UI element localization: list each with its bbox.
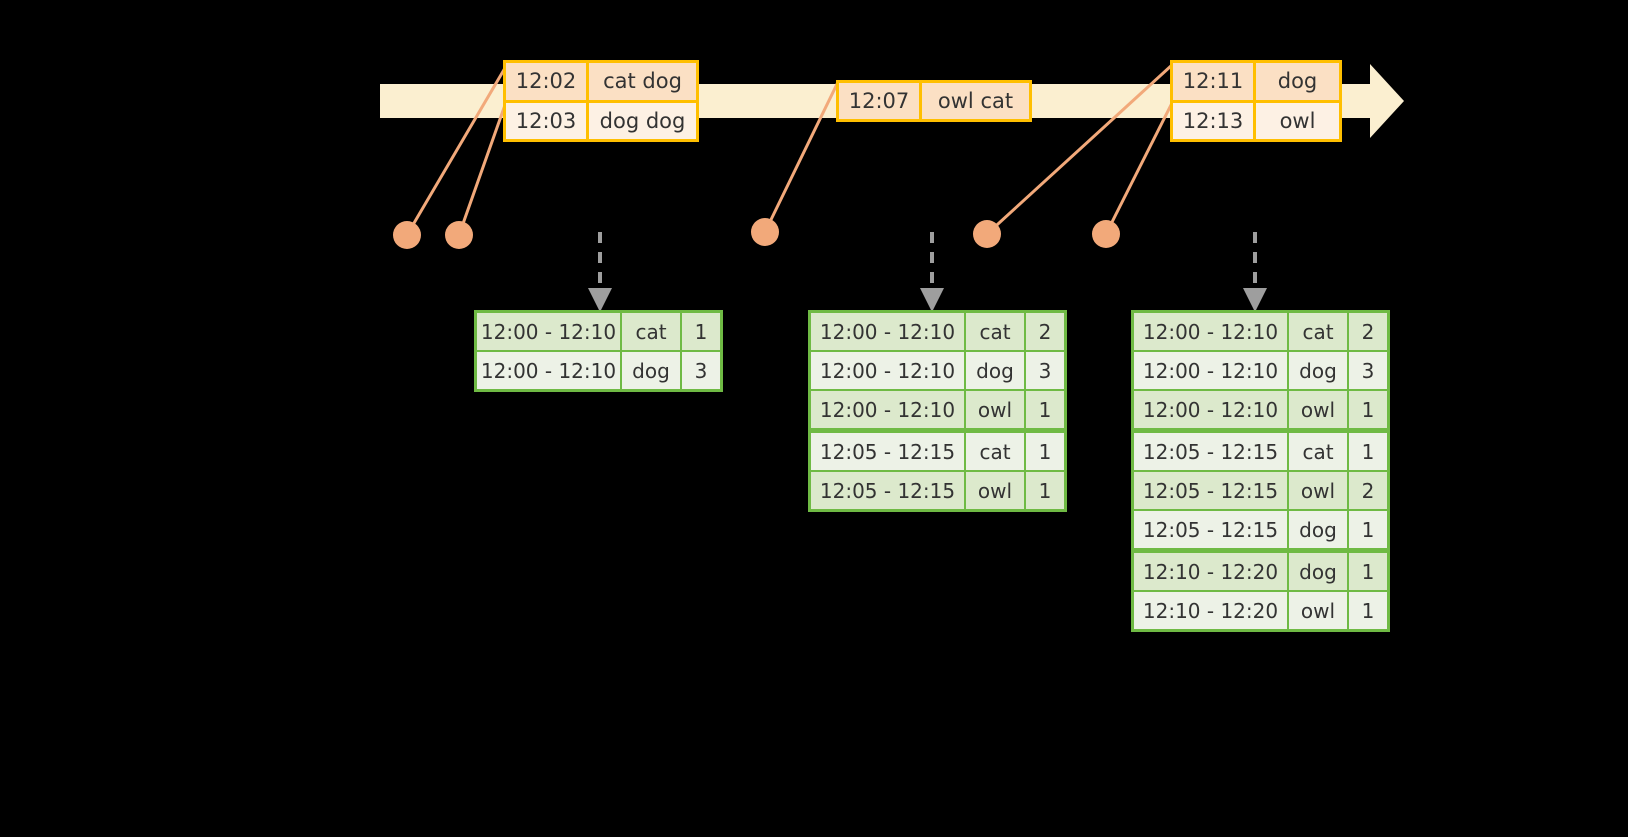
cell-word: cat: [1289, 313, 1347, 350]
cell-word: dog: [1289, 352, 1347, 389]
cell-word: owl: [966, 391, 1024, 428]
cell-word: owl: [1289, 592, 1347, 629]
result-arrows: [588, 232, 1267, 312]
event-dot-3: [751, 218, 779, 246]
cell-window: 12:05 - 12:15: [811, 433, 964, 470]
event-words: dog: [1256, 63, 1339, 100]
cell-word: dog: [1289, 511, 1347, 548]
event-time: 12:02: [506, 63, 589, 100]
cell-window: 12:05 - 12:15: [1134, 433, 1287, 470]
result-arrow-2: [920, 232, 944, 312]
cell-count: 2: [1026, 313, 1064, 350]
cell-count: 1: [1349, 433, 1387, 470]
cell-window: 12:10 - 12:20: [1134, 553, 1287, 590]
result-arrow-3: [1243, 232, 1267, 312]
event-dots: [393, 218, 1120, 249]
result-arrow-1: [588, 232, 612, 312]
cell-word: owl: [1289, 391, 1347, 428]
event-row: 12:02 cat dog: [506, 63, 696, 100]
cell-word: cat: [1289, 433, 1347, 470]
cell-window: 12:10 - 12:20: [1134, 592, 1287, 629]
cell-window: 12:05 - 12:15: [1134, 472, 1287, 509]
cell-count: 2: [1349, 313, 1387, 350]
event-dot-1: [393, 221, 421, 249]
event-dot-4: [973, 220, 1001, 248]
event-row: 12:13 owl: [1173, 99, 1339, 139]
cell-count: 1: [1026, 433, 1064, 470]
event-dot-5: [1092, 220, 1120, 248]
event-time: 12:03: [506, 102, 589, 139]
event-dot-2: [445, 221, 473, 249]
cell-count: 1: [1349, 553, 1387, 590]
cell-count: 3: [682, 352, 720, 389]
event-words: owl: [1256, 102, 1339, 139]
cell-word: cat: [622, 313, 680, 350]
event-row: 12:11 dog: [1173, 63, 1339, 100]
cell-word: owl: [966, 472, 1024, 509]
cell-word: dog: [622, 352, 680, 389]
cell-window: 12:00 - 12:10: [811, 352, 964, 389]
cell-count: 1: [1349, 592, 1387, 629]
event-group-3: 12:11 dog 12:13 owl: [1170, 60, 1342, 142]
event-group-1: 12:02 cat dog 12:03 dog dog: [503, 60, 699, 142]
cell-count: 1: [682, 313, 720, 350]
event-time: 12:13: [1173, 102, 1256, 139]
cell-count: 1: [1026, 391, 1064, 428]
cell-window: 12:00 - 12:10: [1134, 391, 1287, 428]
cell-count: 1: [1026, 472, 1064, 509]
event-time: 12:07: [839, 83, 922, 119]
event-group-2: 12:07 owl cat: [836, 80, 1032, 122]
event-time: 12:11: [1173, 63, 1256, 100]
cell-count: 1: [1349, 511, 1387, 548]
cell-window: 12:00 - 12:10: [1134, 352, 1287, 389]
cell-window: 12:05 - 12:15: [811, 472, 964, 509]
cell-window: 12:00 - 12:10: [477, 313, 620, 350]
event-words: dog dog: [589, 102, 696, 139]
cell-word: dog: [1289, 553, 1347, 590]
cell-window: 12:00 - 12:10: [811, 391, 964, 428]
event-words: cat dog: [589, 63, 696, 100]
cell-word: dog: [966, 352, 1024, 389]
event-row: 12:03 dog dog: [506, 99, 696, 139]
cell-word: cat: [966, 313, 1024, 350]
event-words: owl cat: [922, 83, 1029, 119]
cell-word: owl: [1289, 472, 1347, 509]
cell-window: 12:00 - 12:10: [477, 352, 620, 389]
cell-word: cat: [966, 433, 1024, 470]
event-row: 12:07 owl cat: [839, 83, 1029, 119]
cell-window: 12:00 - 12:10: [1134, 313, 1287, 350]
cell-count: 3: [1026, 352, 1064, 389]
cell-count: 1: [1349, 391, 1387, 428]
cell-window: 12:05 - 12:15: [1134, 511, 1287, 548]
cell-count: 2: [1349, 472, 1387, 509]
cell-count: 3: [1349, 352, 1387, 389]
cell-window: 12:00 - 12:10: [811, 313, 964, 350]
